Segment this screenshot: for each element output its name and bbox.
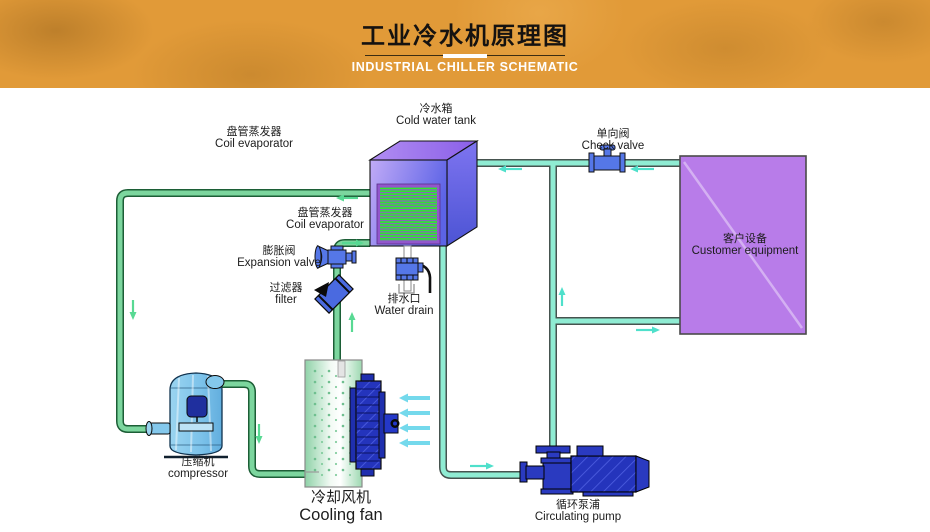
arrow-right-into-tank-coil — [342, 239, 364, 247]
customer-equipment — [679, 155, 807, 335]
header-banner: 工业冷水机原理图 INDUSTRIAL CHILLER SCHEMATIC — [0, 0, 930, 88]
compressor-outlet-port — [205, 375, 225, 389]
water-drain-label: 排水口 Water drain — [374, 293, 434, 317]
header-title-block: 工业冷水机原理图 INDUSTRIAL CHILLER SCHEMATIC — [0, 0, 930, 74]
arrow-right-to-equipment — [636, 326, 660, 334]
filter-arrow — [314, 282, 329, 297]
arrow-up-through-filter — [348, 312, 356, 332]
condenser-top-stub — [337, 360, 346, 378]
compressor — [145, 372, 228, 459]
arrow-up-riser — [558, 287, 566, 306]
axial-fan — [349, 373, 400, 477]
pump-motor — [570, 455, 637, 493]
customer-equipment-label: 客户设备 Customer equipment — [691, 233, 799, 257]
check-valve-label: 单向阀 Check valve — [581, 128, 645, 152]
page-subtitle: INDUSTRIAL CHILLER SCHEMATIC — [351, 60, 579, 75]
title-divider — [365, 54, 565, 59]
divider-center-mark — [443, 54, 487, 59]
drain-bracket — [398, 284, 415, 294]
check-valve — [588, 144, 626, 173]
fan-airflow-arrows — [399, 393, 430, 448]
cooling-fan-label: 冷却风机 Cooling fan — [299, 489, 383, 524]
cold-water-tank — [368, 140, 479, 247]
arrow-left-return-to-tank — [498, 165, 522, 173]
arrow-down-to-condenser — [255, 424, 263, 444]
arrow-left-to-compressor — [336, 194, 358, 202]
compressor-nameplate — [178, 422, 214, 432]
flow-arrows — [129, 165, 660, 470]
arrow-down-left-pipe — [129, 300, 137, 320]
coil-evaporator-top-label: 盘管蒸发器 Coil evaporator — [215, 126, 293, 150]
water-pipes — [439, 159, 680, 479]
coil-evaporator-inner-label: 盘管蒸发器 Coil evaporator — [286, 207, 364, 231]
page-title: 工业冷水机原理图 — [361, 23, 569, 50]
circulating-pump — [519, 445, 650, 497]
cooling-fan — [304, 359, 400, 488]
tank-coil — [380, 187, 437, 241]
filter — [314, 274, 354, 314]
circulating-pump-label: 循环泵浦 Circulating pump — [534, 499, 622, 523]
expansion-valve-label: 膨胀阀 Expansion valve — [237, 245, 321, 269]
water-drain — [395, 245, 432, 294]
cold-water-tank-label: 冷水箱 Cold water tank — [396, 103, 476, 127]
compressor-terminal-box — [186, 395, 208, 418]
compressor-label: 压缩机 compressor — [167, 456, 229, 480]
expansion-valve — [314, 244, 357, 270]
filter-label: 过滤器 filter — [269, 282, 303, 306]
arrow-left-from-equipment — [630, 165, 654, 173]
arrow-right-to-pump — [470, 462, 494, 470]
